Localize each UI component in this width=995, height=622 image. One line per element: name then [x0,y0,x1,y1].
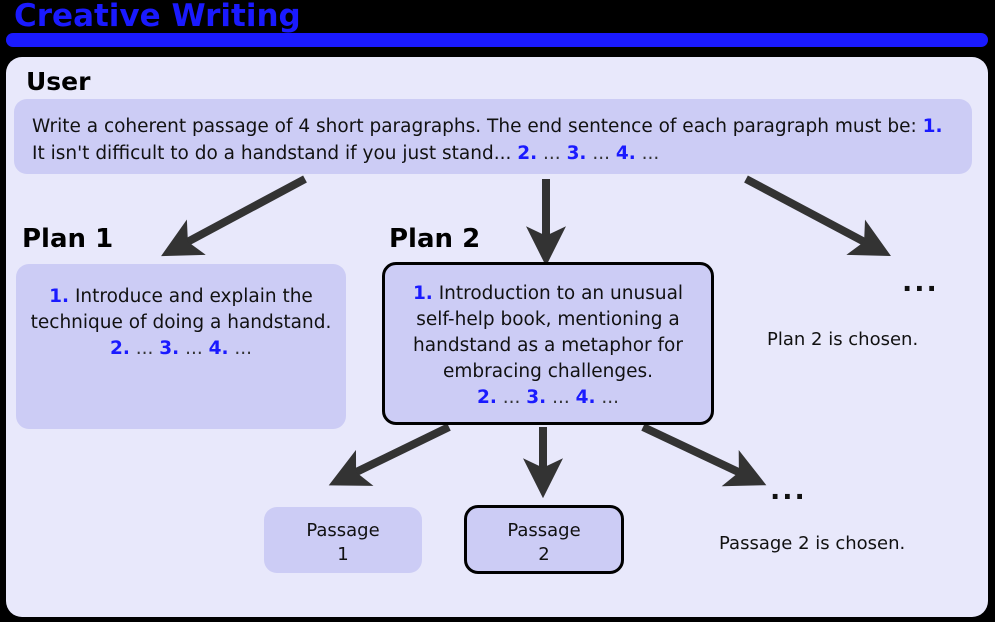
plan1-box[interactable]: 1. Introduce and explain the technique o… [16,264,346,429]
plan1-separator-3: ... [179,338,209,359]
separator-4: ... [635,143,660,164]
plan2-box[interactable]: 1. Introduction to an unusual self-help … [382,262,714,425]
passage2-box[interactable]: Passage 2 [464,505,624,574]
plan2-separator-2: ... [496,387,527,408]
arrow-user-to-plan1 [161,175,307,257]
plan2-separator-4: ... [595,387,620,408]
plan2-section-label: Plan 2 [389,224,481,254]
passage-chosen-caption: Passage 2 is chosen. [719,533,906,554]
plan2-marker-4: 4. [575,387,596,408]
page-title: Creative Writing [14,0,301,34]
arrow-plan2-to-more-passages [641,423,767,487]
separator-3: ... [586,143,616,164]
plan1-marker-2: 2. [109,338,130,359]
plan1-marker-4: 4. [208,338,229,359]
plan2-separator-3: ... [546,387,576,408]
more-plans-ellipsis: ... [902,267,939,298]
user-prompt-box: Write a coherent passage of 4 short para… [14,99,972,174]
passage2-label: Passage [507,520,581,541]
passage1-label: Passage [306,520,380,541]
more-passages-ellipsis: ... [770,475,807,506]
separator-2: ... [537,143,567,164]
plan1-separator-4: ... [228,338,253,359]
user-section-label: User [26,67,91,96]
plan2-text: Introduction to an unusual self-help boo… [413,283,684,382]
plan2-marker-3: 3. [526,387,547,408]
passage1-index: 1 [337,544,349,565]
user-prompt-line2-lead: must be: [834,116,923,137]
arrow-user-to-more-plans [744,175,891,257]
plan1-text: Introduce and explain the technique of d… [30,286,332,333]
plan1-marker-1: 1. [49,286,70,307]
marker-1: 1. [922,116,943,137]
passage2-index: 2 [538,544,550,565]
passage1-box[interactable]: Passage 1 [264,507,422,573]
plan-chosen-caption: Plan 2 is chosen. [767,329,919,350]
marker-2: 2. [517,143,538,164]
plan2-marker-2: 2. [476,387,497,408]
header-accent-bar [6,33,988,47]
marker-3: 3. [566,143,587,164]
user-prompt-line2-body: It isn't difficult to do a handstand if … [32,143,518,164]
plan1-marker-3: 3. [159,338,180,359]
main-panel: User Write a coherent passage of 4 short… [6,57,988,617]
arrow-plan2-to-passage1 [328,423,451,486]
plan2-marker-1: 1. [412,283,433,304]
plan1-section-label: Plan 1 [22,224,114,254]
user-prompt-line1: Write a coherent passage of 4 short para… [32,116,829,137]
plan1-separator-2: ... [129,338,160,359]
marker-4: 4. [615,143,636,164]
